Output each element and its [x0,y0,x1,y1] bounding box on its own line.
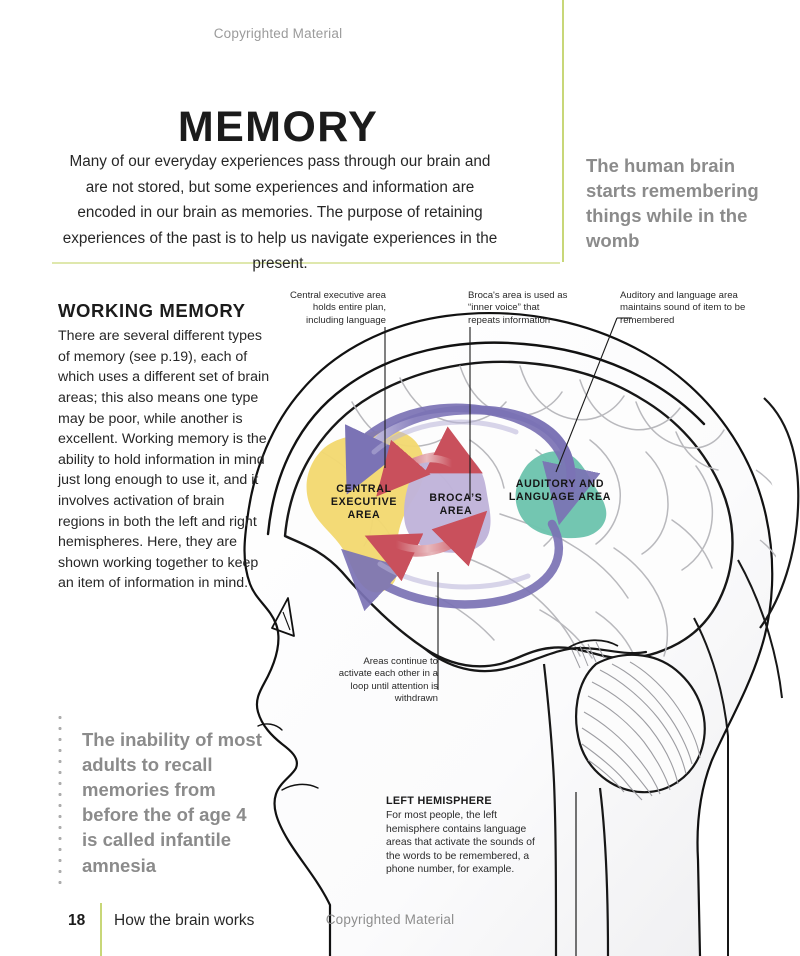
region-label-central-executive: CENTRAL EXECUTIVE AREA [330,483,398,522]
working-memory-heading: WORKING MEMORY [58,300,246,322]
red-arrow-top [400,426,483,474]
region-label-brocas-area: BROCA’S AREA [429,492,483,518]
cerebellum [567,639,706,801]
copyright-notice-bottom: Copyrighted Material [325,912,455,927]
left-hemisphere-title: LEFT HEMISPHERE [386,795,492,807]
vertical-accent-rule [562,0,564,262]
red-arrow-bottom-back [392,510,488,567]
pullquote-right: The human brain starts remembering thing… [586,154,759,251]
brainstem [542,663,558,956]
purple-arrow-bottom [341,519,564,612]
adjacent-brain-bleed [749,379,779,631]
pullquote-left: The inability of most adults to recall m… [82,728,262,876]
callout-auditory-language: Auditory and language area maintains sou… [620,290,746,326]
page-title: MEMORY [177,102,379,151]
red-arrow-top-back [376,439,456,497]
red-arrow-bottom [364,532,468,582]
left-hemisphere-block: LEFT HEMISPHERE For most people, the lef… [386,795,538,877]
running-head: How the brain works [114,912,255,929]
footer-accent-rule [100,903,102,956]
copyright-notice-top: Copyrighted Material [213,26,343,41]
callout-activation-loop: Areas continue to activate each other in… [338,656,438,705]
ear-shape [271,597,295,637]
callout-brocas-area: Broca's area is used as “inner voice” th… [468,290,568,326]
intro-paragraph: Many of our everyday experiences pass th… [62,153,498,273]
region-label-auditory-language: AUDITORY AND LANGUAGE AREA [508,478,612,504]
dotted-accent-rule [58,712,62,890]
horizontal-accent-rule [52,262,560,264]
lip-detail [281,783,319,791]
temporal-lobe [422,646,648,673]
page-number: 18 [68,912,86,929]
working-memory-body: There are several different types of mem… [58,328,270,592]
left-hemisphere-body: For most people, the left hemisphere con… [386,810,535,876]
callout-central-executive: Central executive area holds entire plan… [290,290,386,326]
